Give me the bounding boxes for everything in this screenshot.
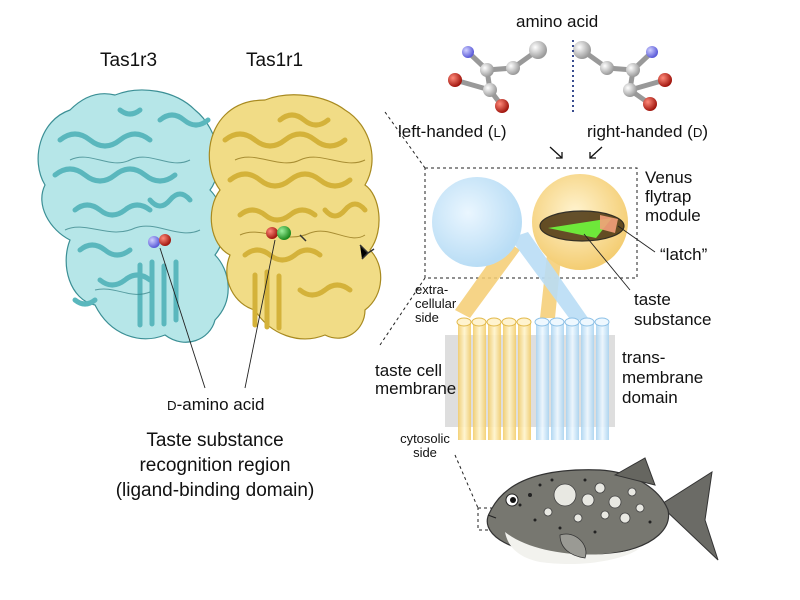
left-handed-label: left-handed (L) <box>398 122 507 141</box>
region-title-line1: Taste substance <box>146 430 284 451</box>
pufferfish-illustration <box>486 457 719 565</box>
d-prefix: D <box>167 398 177 413</box>
blue-helices <box>534 317 610 440</box>
region-title-line2: recognition region <box>139 455 291 476</box>
d-amino-acid-pointers <box>159 239 276 389</box>
tas1r1-protein-structure <box>208 94 382 340</box>
ligand-atoms-tas1r1 <box>266 226 291 240</box>
venus-flytrap-label: Venus flytrap module <box>645 168 701 225</box>
latch-label: “latch” <box>660 245 708 264</box>
zoom-guide-lines <box>379 111 638 346</box>
taste-cell-membrane-label: taste cell membrane <box>375 361 457 398</box>
amino-acid-label: amino acid <box>516 12 599 31</box>
transmembrane-domain-label: trans- membrane domain <box>622 348 704 407</box>
right-handed-label: right-handed (D) <box>587 122 709 141</box>
fish-guide-lines <box>454 454 503 531</box>
tas1r1-label: Tas1r1 <box>246 50 304 71</box>
right-handed-molecule <box>573 41 672 111</box>
transmembrane-helices <box>456 317 610 440</box>
ligand-atoms-tas1r3 <box>148 234 171 248</box>
receptor-schematic <box>432 174 656 322</box>
region-title-line3: (ligand-binding domain) <box>115 480 315 501</box>
arrows-to-module <box>549 146 603 159</box>
tas1r3-protein-structure <box>37 89 229 343</box>
yellow-helices <box>456 317 532 440</box>
cytosolic-side-label: cytosolic side <box>400 431 450 460</box>
tas1r3-label: Tas1r3 <box>100 50 158 71</box>
left-handed-molecule <box>448 41 547 113</box>
taste-substance-label: taste substance <box>634 290 712 329</box>
d-amino-acid-label: D-amino acid <box>167 395 264 415</box>
extracellular-label: extra- cellular side <box>415 282 457 325</box>
d-amino-acid-text: -amino acid <box>176 395 265 414</box>
